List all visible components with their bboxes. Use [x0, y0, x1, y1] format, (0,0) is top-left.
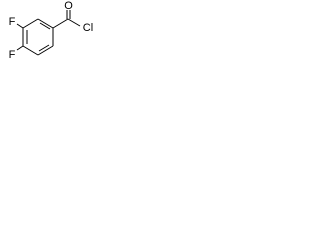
bond-c-f-top: [16, 23, 24, 29]
ring-bond-bottom-left: [22, 45, 39, 56]
benzene-ring: [22, 18, 54, 56]
carbonyl-double-bond: [66, 10, 71, 19]
ring-bond-top-left: [22, 18, 39, 29]
ring-bond-top-right: [37, 18, 54, 29]
bond-ring-carbonyl: [52, 18, 69, 29]
atom-label-fluorine-top: F: [9, 16, 16, 28]
atom-label-fluorine-bottom: F: [9, 49, 16, 61]
aromatic-double-bonds: [26, 22, 51, 52]
atom-label-oxygen: O: [64, 0, 73, 12]
atom-label-chlorine: Cl: [83, 22, 93, 34]
molecule-drawing: F F O Cl: [9, 0, 94, 61]
bond-c-f-bottom: [16, 45, 24, 51]
structure-canvas: F F O Cl: [0, 0, 99, 84]
inner-bond-bottom: [38, 44, 50, 52]
bond-c-cl: [67, 18, 81, 27]
inner-bond-top-right: [39, 22, 51, 30]
ring-bond-bottom-right: [37, 45, 54, 56]
